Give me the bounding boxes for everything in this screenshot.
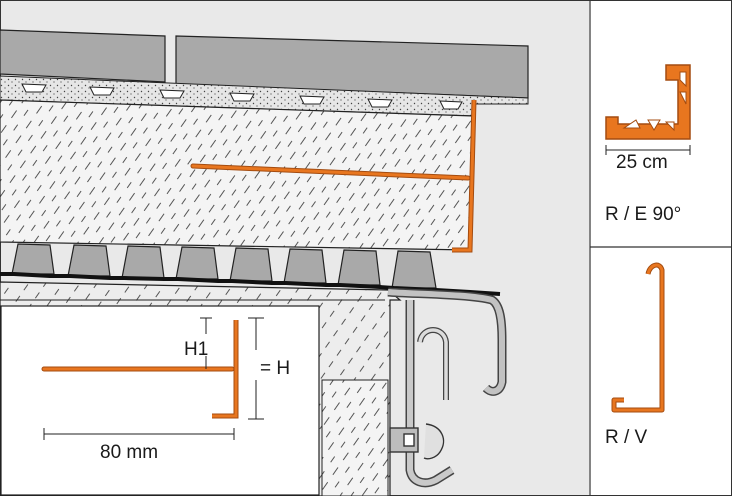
drip-edge-gutter: [387, 287, 507, 488]
drainage-mortar-layer: [0, 75, 529, 117]
profile-detail-inset: [0, 305, 320, 496]
edge-profile-screed: [190, 99, 477, 253]
dimension-h1-label: H1: [184, 339, 208, 360]
straight-profile-label: R / V: [605, 427, 648, 448]
straight-profile-icon: [611, 262, 665, 413]
detail-edge-profile: [41, 320, 239, 419]
corner-profile-icon: [605, 64, 691, 155]
detail-dimension-lines: [43, 317, 264, 440]
corner-profile-dimension: 25 cm: [616, 152, 668, 173]
dimension-width-label: 80 mm: [100, 442, 158, 463]
dimension-h-label: = H: [260, 358, 290, 379]
corner-profile-label: R / E 90°: [605, 204, 681, 225]
